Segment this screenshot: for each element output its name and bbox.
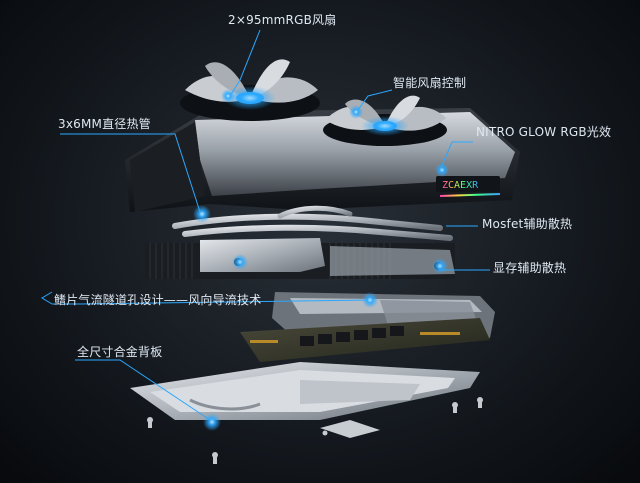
heatsink-fin-stack <box>145 238 455 279</box>
card-logo-text: ZCAEXR <box>442 180 479 191</box>
callout-fan-control: 智能风扇控制 <box>393 76 467 90</box>
alloy-backplate <box>130 362 480 438</box>
callout-fin-tunnel: 鳍片气流隧道孔设计——风向导流技术 <box>54 293 262 307</box>
screws <box>147 397 483 464</box>
fan-left <box>180 59 320 121</box>
fan-right <box>323 95 447 146</box>
fan-shroud: ZCAEXR <box>125 108 520 212</box>
callout-backplate: 全尺寸合金背板 <box>77 345 163 359</box>
pcb-board <box>240 318 490 362</box>
callout-nitro-glow: NITRO GLOW RGB光效 <box>476 125 612 139</box>
callout-heatpipes: 3x6MM直径热管 <box>58 117 151 131</box>
heatpipes <box>172 205 453 241</box>
callout-fans: 2×95mmRGB风扇 <box>228 13 337 27</box>
callout-vram: 显存辅助散热 <box>493 261 567 275</box>
callout-mosfet: Mosfet辅助散热 <box>482 217 573 231</box>
callout-glow-points <box>193 89 449 431</box>
